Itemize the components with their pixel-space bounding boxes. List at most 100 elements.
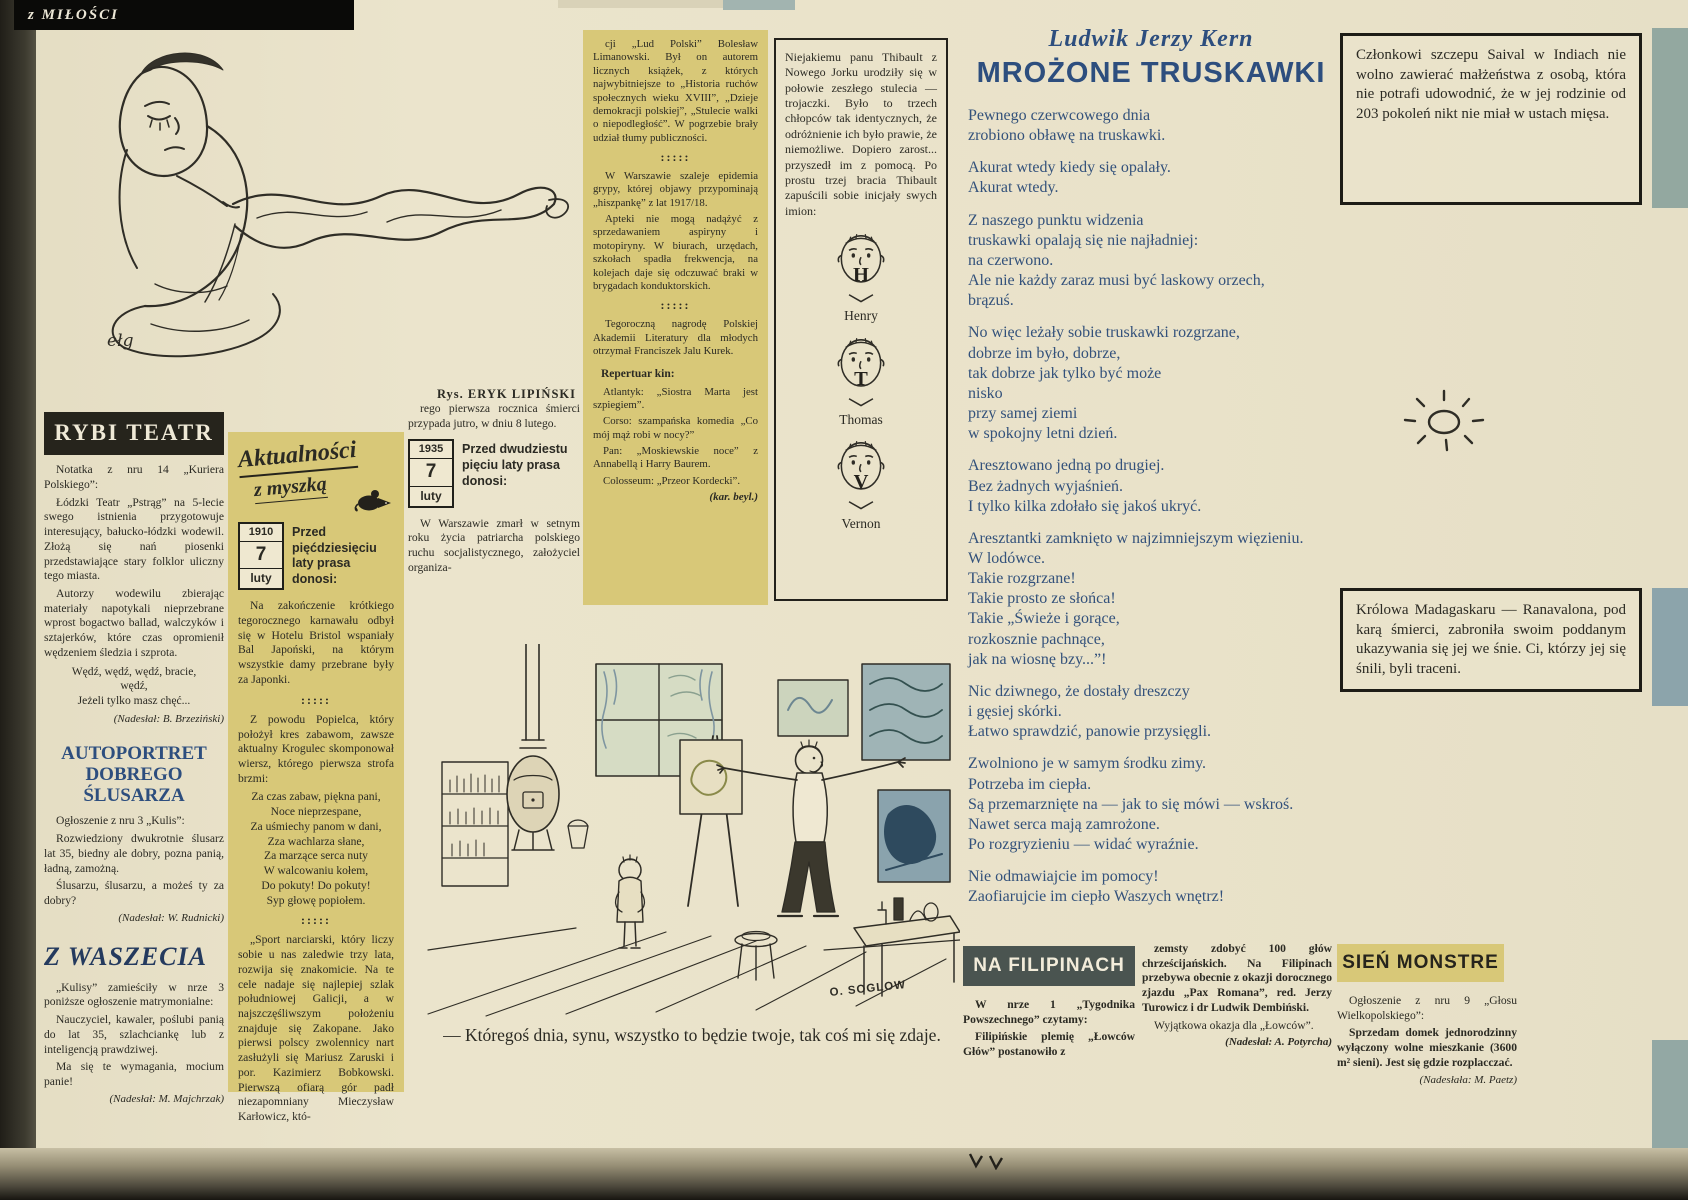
masthead-fragment: z MIŁOŚCI xyxy=(14,0,354,30)
right-edge-strip-top xyxy=(1652,28,1688,208)
cinema-listing-colosseum: Colosseum: „Przeor Kordecki”. xyxy=(603,474,741,487)
section-separator: ::::: xyxy=(301,913,331,928)
page-left-dark-edge xyxy=(0,0,36,1200)
section-separator: ::::: xyxy=(660,150,691,164)
madagascar-curiosity-box: Królowa Madagaskaru — Ranavalona, pod ka… xyxy=(1340,588,1642,692)
left-column: RYBI TEATR Notatka z nru 14 „Kuriera Pol… xyxy=(44,412,224,1111)
autoportret-title-line2: DOBREGO xyxy=(85,763,183,785)
caricature-hand-signature: ełg xyxy=(107,331,134,351)
cold-paragraph-3: Apteki nie mogą nadążyć z sprzedawaniem … xyxy=(593,213,758,292)
sien-monstre-column: Ogłoszenie z nru 9 „Głosu Wielkopolskieg… xyxy=(1337,994,1517,1092)
aktualnosci-panel: Aktualności z myszką 1910 7 luty Przed p… xyxy=(228,432,404,1123)
mouse-drawing xyxy=(354,490,391,512)
colc-paragraph-1: rego pierwsza rocznica śmierci przypada … xyxy=(408,402,580,430)
calendar-month: luty xyxy=(420,488,442,503)
calendar-day: 7 xyxy=(240,542,282,570)
rybi-credit: (Nadesłał: B. Brzeziński) xyxy=(113,712,224,725)
z-waszecia-title: Z WASZECIA xyxy=(44,941,207,971)
studio-cartoon: O. SOGLOW xyxy=(426,643,961,1018)
cinema-listing-corso: Corso: szampańska komedia „Co mój mąż ro… xyxy=(593,415,758,441)
rybi-paragraph-1: Notatka z nru 14 „Kuriera Polskiego”: xyxy=(44,463,224,491)
cinema-listing-pan: Pan: „Moskiewskie noce” z Annabellą i Ha… xyxy=(593,445,758,471)
filipiny-paragraph-3: Wyjątkowa okazja dla „Łowców”. xyxy=(1154,1018,1314,1032)
autoportret-title-line1: AUTOPORTRET xyxy=(61,742,207,764)
face-figure-henry: H Henry xyxy=(785,223,937,325)
aktualnosci-heading: Aktualności z myszką xyxy=(236,434,394,514)
cartoon-signature: O. SOGLOW xyxy=(829,979,907,999)
sien-paragraph-2: Sprzedam domek jednorodzinny wyłączony w… xyxy=(1337,1026,1517,1069)
calendar-year: 1935 xyxy=(410,441,452,460)
autoportret-paragraph-1: Ogłoszenie z nru 3 „Kulis”: xyxy=(56,814,185,828)
waszecia-paragraph-1: „Kulisy” zamieściły w nrze 3 poniższe og… xyxy=(44,980,224,1009)
caricature-credit: Rys. ERYK LIPIŃSKI xyxy=(436,387,576,401)
filipiny-credit: (Nadesłał: A. Potyrcha) xyxy=(1225,1036,1332,1049)
rybi-paragraph-3: Autorzy wodewilu zbierając materiały nap… xyxy=(44,586,224,659)
cold-paragraph-1: cji „Lud Polski” Bolesław Limanowski. By… xyxy=(593,38,758,144)
face-figure-vernon: V Vernon xyxy=(785,430,937,532)
sun-doodle xyxy=(1403,389,1485,452)
waszecia-paragraph-3: Ma się te wymagania, mocium panie! xyxy=(44,1060,224,1089)
page-bottom-dark-edge xyxy=(0,1148,1688,1200)
facial-hair-initial-v: V xyxy=(854,471,869,493)
facial-hair-initial-h: H xyxy=(853,264,869,286)
section-separator: ::::: xyxy=(660,298,691,313)
cartoon-caption: — Któregoś dnia, synu, wszystko to będzi… xyxy=(443,1025,941,1045)
aktualnosci-paragraph-1: Na zakończenie krótkiego tegorocznego ka… xyxy=(238,599,394,686)
colc-paragraph-2: W Warszawie zmarł w setnym roku życia pa… xyxy=(408,516,580,574)
facial-hair-initial-t: T xyxy=(854,368,868,390)
section-separator: ::::: xyxy=(301,692,331,707)
thibault-text: Niejakiemu panu Thibault z Nowego Jorku … xyxy=(785,50,937,218)
aktualnosci-paragraph-3: „Sport narciarski, który liczy sobie u n… xyxy=(238,933,394,1124)
aktualnosci-title-line2: z myszką xyxy=(252,472,328,505)
sien-monstre-title: SIEŃ MONSTRE xyxy=(1337,944,1504,982)
repertuar-title: Repertuar kin: xyxy=(601,368,675,381)
calendar-1935-label: Przed dwudziestu pięciu laty prasa donos… xyxy=(462,442,568,488)
filipiny-column-1: W nrze 1 „Tygodnika Powszechnego” czytam… xyxy=(963,998,1135,1063)
paper-fold-marks xyxy=(968,1153,1004,1170)
face-drawing-henry: H xyxy=(837,233,885,303)
autoportret-paragraph-3: Ślusarzu, ślusarzu, a możeś ty za dobry? xyxy=(44,879,224,908)
poem-stanza: Akurat wtedy kiedy się opalały. Akurat w… xyxy=(968,159,1171,197)
aktualnosci-title-line1: Aktualności xyxy=(236,434,358,479)
studio-cartoon-drawing: O. SOGLOW xyxy=(427,643,961,1017)
rybi-verse: Wędź, wędź, wędź, bracie, wędź, Jeżeli t… xyxy=(71,664,197,707)
poem-title: MROŻONE TRUSKAWKI xyxy=(976,57,1326,89)
face-figure-thomas: T Thomas xyxy=(785,327,937,429)
calendar-year: 1910 xyxy=(240,524,282,542)
triplet-name-henry: Henry xyxy=(844,308,878,324)
autoportret-title: AUTOPORTRET DOBREGO ŚLUSARZA xyxy=(44,743,224,807)
caricature-drawing: ełg xyxy=(107,52,569,358)
poem-author: Ludwik Jerzy Kern xyxy=(1048,26,1254,52)
kern-poem-article: Ludwik Jerzy Kern MROŻONE TRUSKAWKI Pewn… xyxy=(968,26,1334,919)
calendar-1910-row: 1910 7 luty Przed pięćdziesięciu laty pr… xyxy=(238,522,394,591)
triplet-name-vernon: Vernon xyxy=(841,515,881,531)
face-drawing-vernon: V xyxy=(837,441,885,510)
poem-stanza: Nic dziwnego, że dostały dreszczy i gęsi… xyxy=(968,682,1212,741)
filipiny-paragraph-2: Filipińskie plemię „Łowców Głów” postano… xyxy=(963,1030,1135,1059)
thibault-triplets-box: Niejakiemu panu Thibault z Nowego Jorku … xyxy=(774,38,948,601)
top-edge-strip-blue xyxy=(723,0,795,10)
calendar-1910-widget: 1910 7 luty xyxy=(238,522,284,591)
caricature-figure: ełg Rys. ERYK LIPIŃSKI xyxy=(55,34,580,406)
poem-stanza: Z naszego punktu widzenia truskawki opal… xyxy=(968,211,1265,310)
poem-stanza: No więc leżały sobie truskawki rozgrzane… xyxy=(968,324,1240,443)
cold-credit: (kar. beyl.) xyxy=(709,491,758,504)
autoportret-title-line3: ŚLUSARZA xyxy=(83,785,185,807)
autoportret-paragraph-2: Rozwiedziony dwukrotnie ślusarz lat 35, … xyxy=(44,832,224,875)
waszecia-credit: (Nadesłał: M. Majchrzak) xyxy=(109,1092,224,1105)
calendar-1935-widget: 1935 7 luty xyxy=(408,439,454,508)
na-filipinach-title: NA FILIPINACH xyxy=(963,946,1135,986)
face-drawing-thomas: T xyxy=(837,337,885,407)
right-edge-strip-middle xyxy=(1652,588,1688,706)
continuation-column: rego pierwsza rocznica śmierci przypada … xyxy=(408,402,580,579)
triplet-faces: H Henry T xyxy=(785,223,937,532)
right-edge-strip-bottom xyxy=(1652,1040,1688,1162)
waszecia-paragraph-2: Nauczyciel, kawaler, poślubi panią do la… xyxy=(44,1013,224,1056)
poem-stanza: Pewnego czerwcowego dnia zrobiono obławę… xyxy=(968,107,1166,145)
poem-stanza: Zwolniono je w samym środku zimy. Potrze… xyxy=(968,755,1294,853)
calendar-day: 7 xyxy=(410,459,452,487)
filipiny-column-2: zemsty zdobyć 100 głów chrześcijańskich.… xyxy=(1142,942,1332,1054)
calendar-1935-row: 1935 7 luty Przed dwudziestu pięciu laty… xyxy=(408,439,580,508)
news-briefs-panel: cji „Lud Polski” Bolesław Limanowski. By… xyxy=(583,30,768,605)
